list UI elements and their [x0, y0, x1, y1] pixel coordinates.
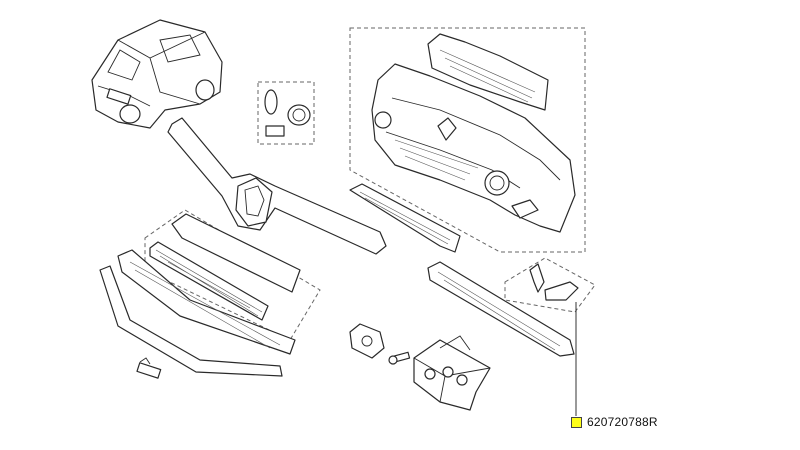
bumper-lower-strip [349, 183, 461, 253]
trim-bracket-detail [504, 257, 596, 416]
fastener-box [413, 335, 491, 411]
small-clip-part [136, 357, 162, 379]
bumper-assembly [349, 27, 586, 253]
part-number-callout[interactable]: 620720788R [571, 415, 658, 429]
bumper-beam [427, 261, 575, 357]
callout-marker-icon [571, 416, 582, 428]
rivet-part [388, 351, 411, 365]
clip-kit-box [257, 81, 315, 145]
part-number-label: 620720788R [587, 415, 658, 429]
grille-frame [167, 117, 387, 255]
lower-splitter [99, 249, 296, 377]
car-thumbnail [91, 19, 223, 129]
fog-lamp-bracket [349, 323, 385, 359]
